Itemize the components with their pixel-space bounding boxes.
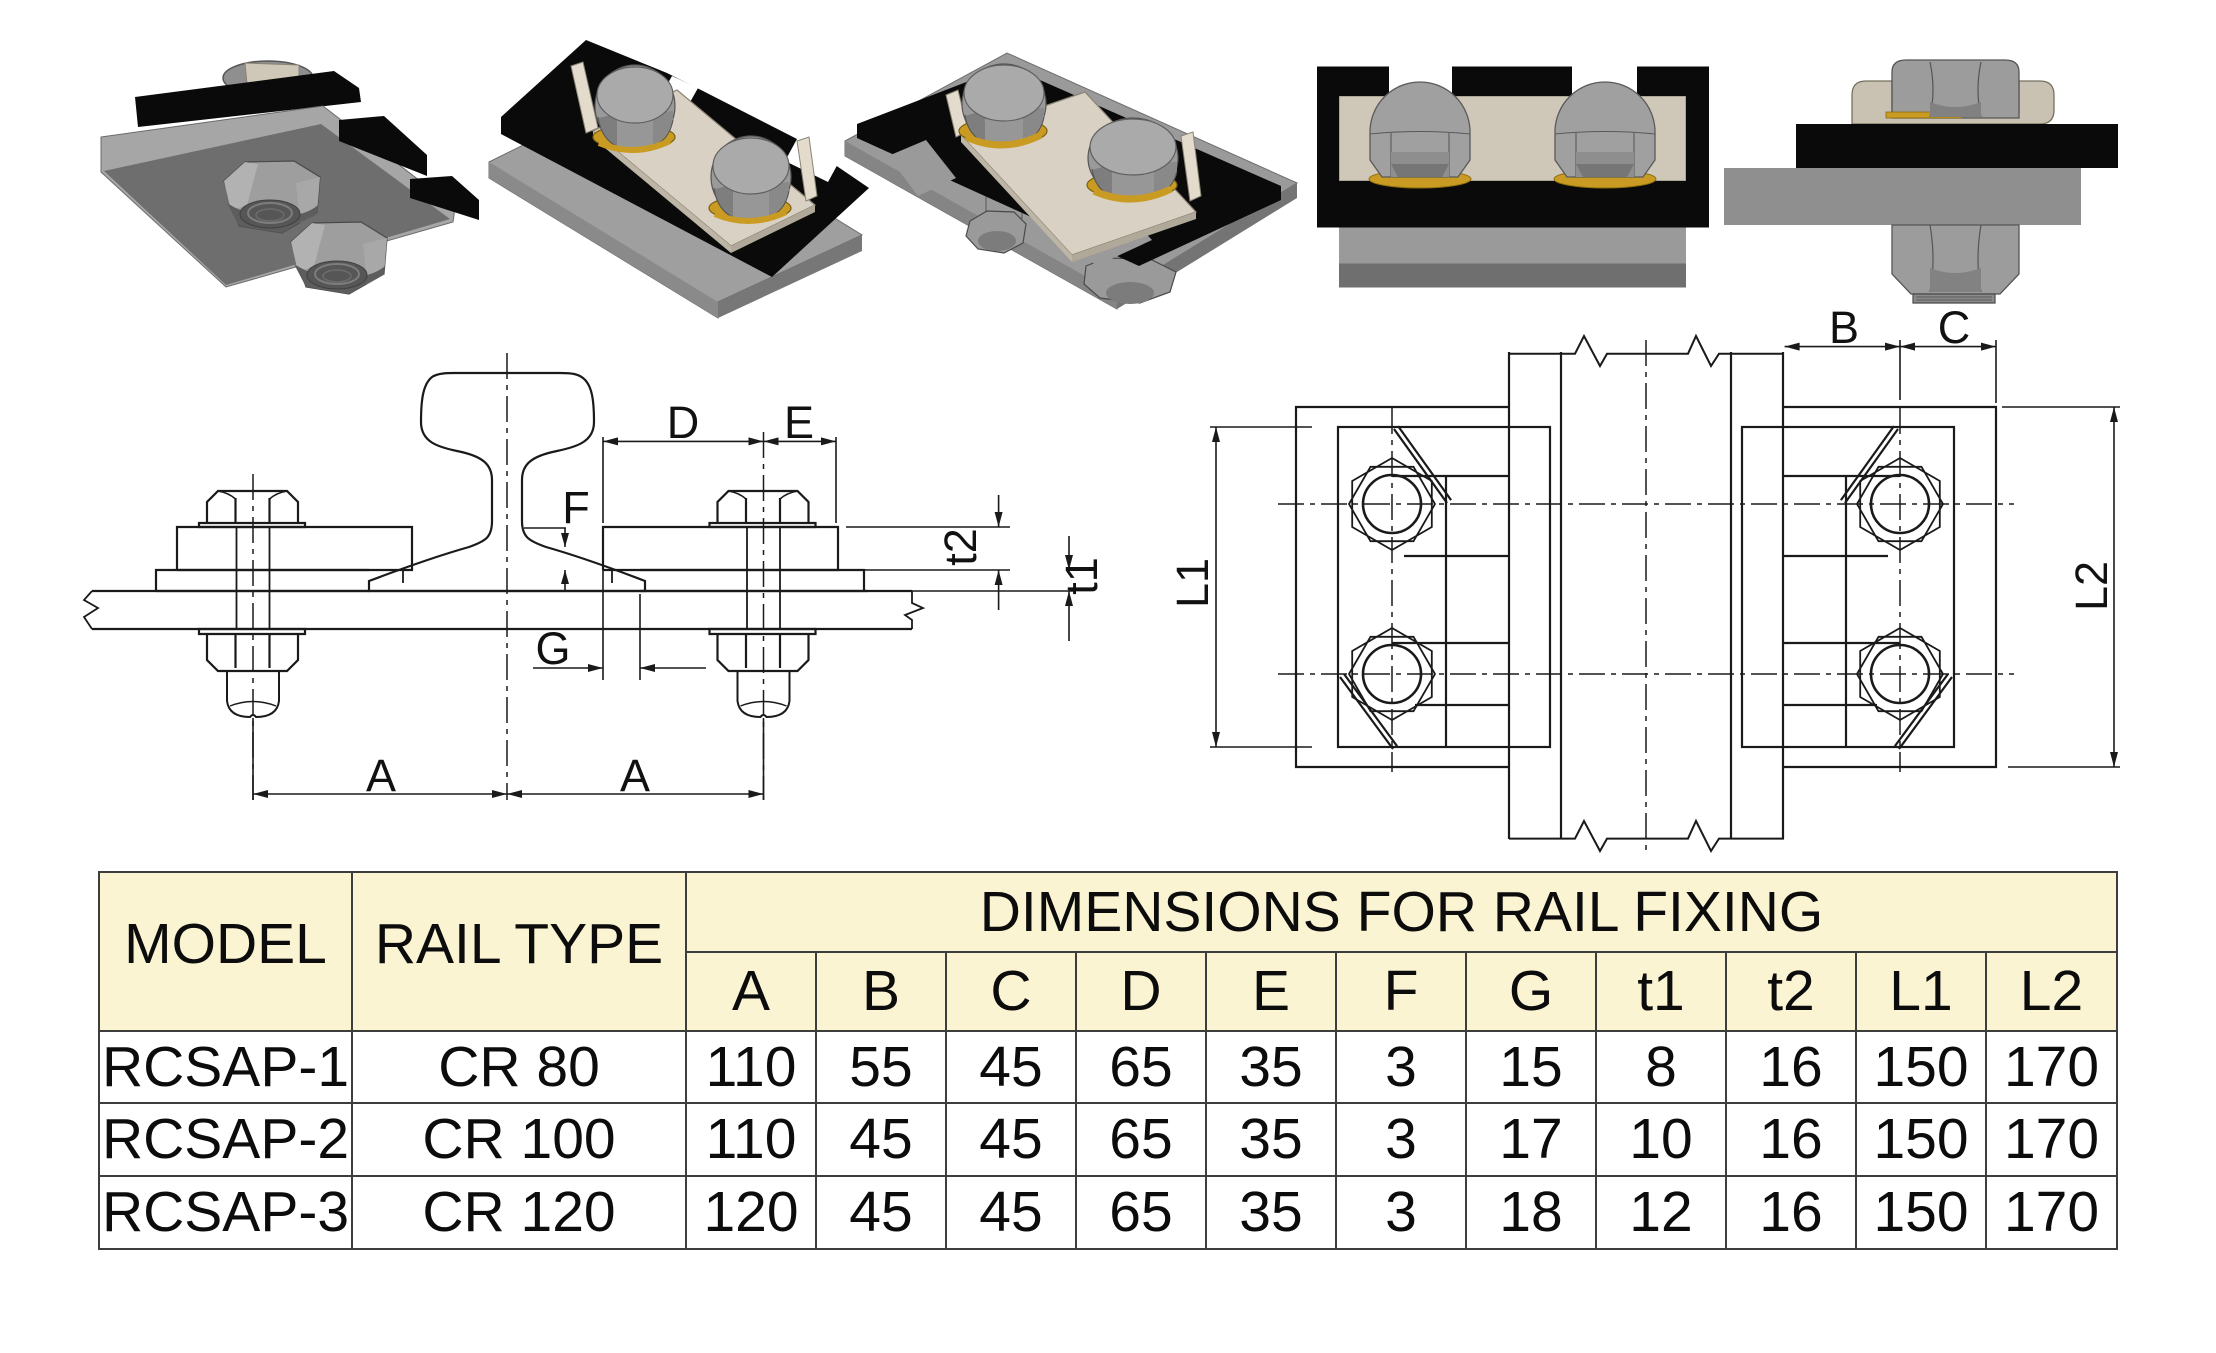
svg-text:B: B <box>1829 302 1859 353</box>
svg-text:t1: t1 <box>1056 557 1107 595</box>
svg-text:t2: t2 <box>935 528 986 566</box>
svg-text:A: A <box>620 750 650 801</box>
svg-text:E: E <box>784 397 814 448</box>
svg-text:D: D <box>667 397 700 448</box>
svg-text:C: C <box>1938 302 1971 353</box>
svg-text:F: F <box>562 482 590 533</box>
svg-text:A: A <box>366 750 396 801</box>
svg-text:L2: L2 <box>2066 561 2117 611</box>
svg-text:L1: L1 <box>1167 558 1218 608</box>
svg-text:G: G <box>535 623 570 674</box>
